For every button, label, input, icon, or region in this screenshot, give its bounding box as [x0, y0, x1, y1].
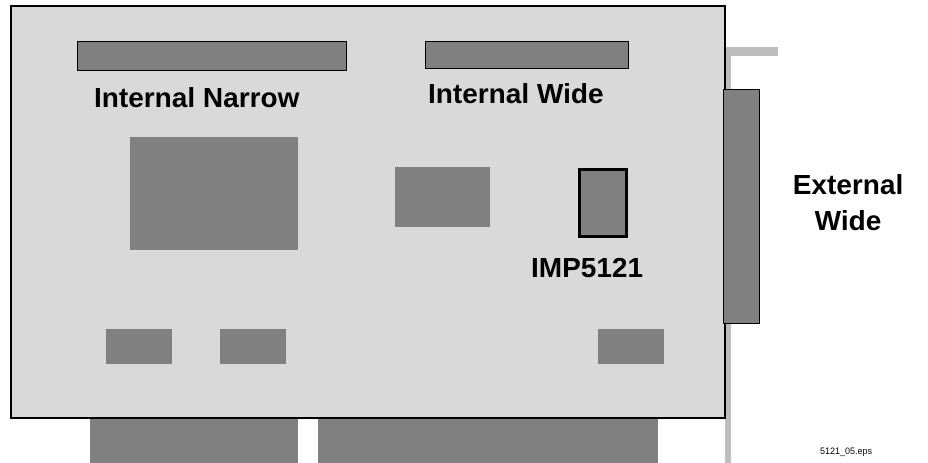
internal-narrow-connector [77, 41, 347, 71]
internal-wide-label: Internal Wide [428, 78, 604, 109]
external-wide-connector [723, 89, 760, 324]
small-component-1 [106, 329, 172, 364]
pci-bracket-tab [725, 47, 778, 56]
imp5121-chip [578, 168, 628, 238]
small-component-2 [220, 329, 286, 364]
external-wide-label: External Wide [768, 167, 928, 239]
medium-chip [395, 167, 490, 227]
imp5121-label: IMP5121 [531, 252, 644, 283]
internal-wide-connector [425, 41, 629, 69]
external-wide-label-line1: External [792, 169, 904, 200]
external-wide-label-line2: Wide [814, 205, 882, 236]
large-chip [130, 137, 298, 250]
figure-filename: 5121_05.eps [820, 446, 873, 456]
small-component-3 [598, 329, 664, 364]
internal-narrow-label: Internal Narrow [94, 82, 300, 113]
